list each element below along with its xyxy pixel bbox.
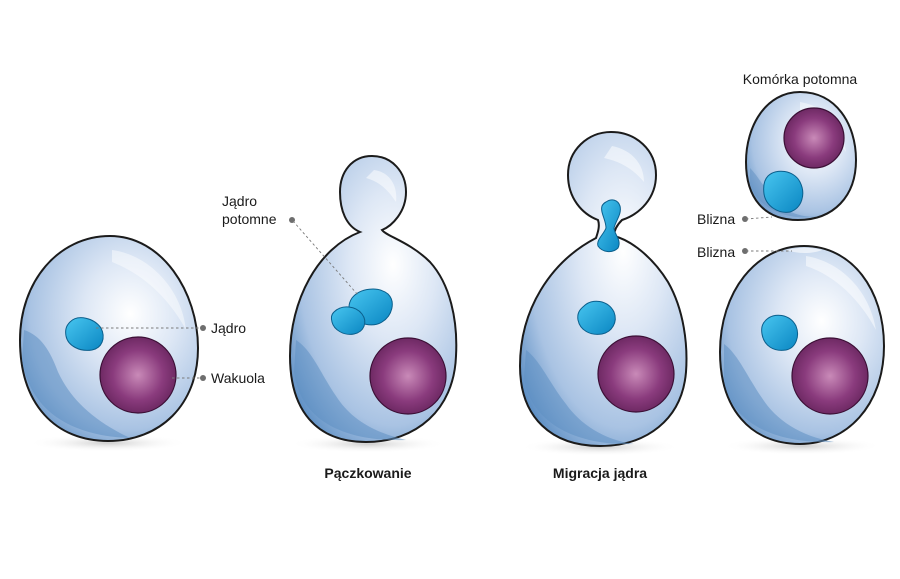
label-scar-top: Blizna <box>697 211 735 227</box>
label-vacuole-group: Wakuola <box>172 370 265 386</box>
cell-migration <box>518 130 688 456</box>
cell-migration-nucleus <box>577 300 616 335</box>
label-scar-bottom-group: Blizna <box>697 244 792 260</box>
cell-daughter-vacuole <box>783 107 845 169</box>
label-nucleus-group: Jądro <box>96 320 246 336</box>
cell-mother <box>18 234 200 452</box>
cell-migration-vacuole <box>597 335 675 413</box>
label-nucleus: Jądro <box>211 320 246 336</box>
label-daughter-nucleus-line2: potomne <box>222 211 277 227</box>
cell-daughter <box>744 90 858 222</box>
cell-migration-nucleus-bridge <box>597 199 621 253</box>
caption-nuclear-migration: Migracja jądra <box>553 465 647 481</box>
cell-mother-after-vacuole <box>791 337 869 415</box>
cell-mother-vacuole <box>99 336 177 414</box>
label-daughter-nucleus-group: Jądro potomne <box>222 193 359 296</box>
cell-budding-vacuole <box>369 337 447 415</box>
label-daughter-nucleus-line1: Jądro <box>222 193 257 209</box>
cell-daughter-nucleus <box>763 170 804 213</box>
caption-budding: Pączkowanie <box>324 465 411 481</box>
label-vacuole: Wakuola <box>211 370 265 386</box>
label-scar-bottom: Blizna <box>697 244 735 260</box>
cell-budding <box>288 154 458 453</box>
cell-mother-after <box>718 244 886 455</box>
label-scar-top-group: Blizna <box>697 211 773 227</box>
cell-mother-body <box>18 234 200 443</box>
cell-budding-nucleus-b <box>330 306 366 335</box>
label-daughter-cell: Komórka potomna <box>743 71 858 87</box>
cell-mother-after-nucleus <box>761 314 799 351</box>
cell-mother-nucleus <box>65 317 104 351</box>
